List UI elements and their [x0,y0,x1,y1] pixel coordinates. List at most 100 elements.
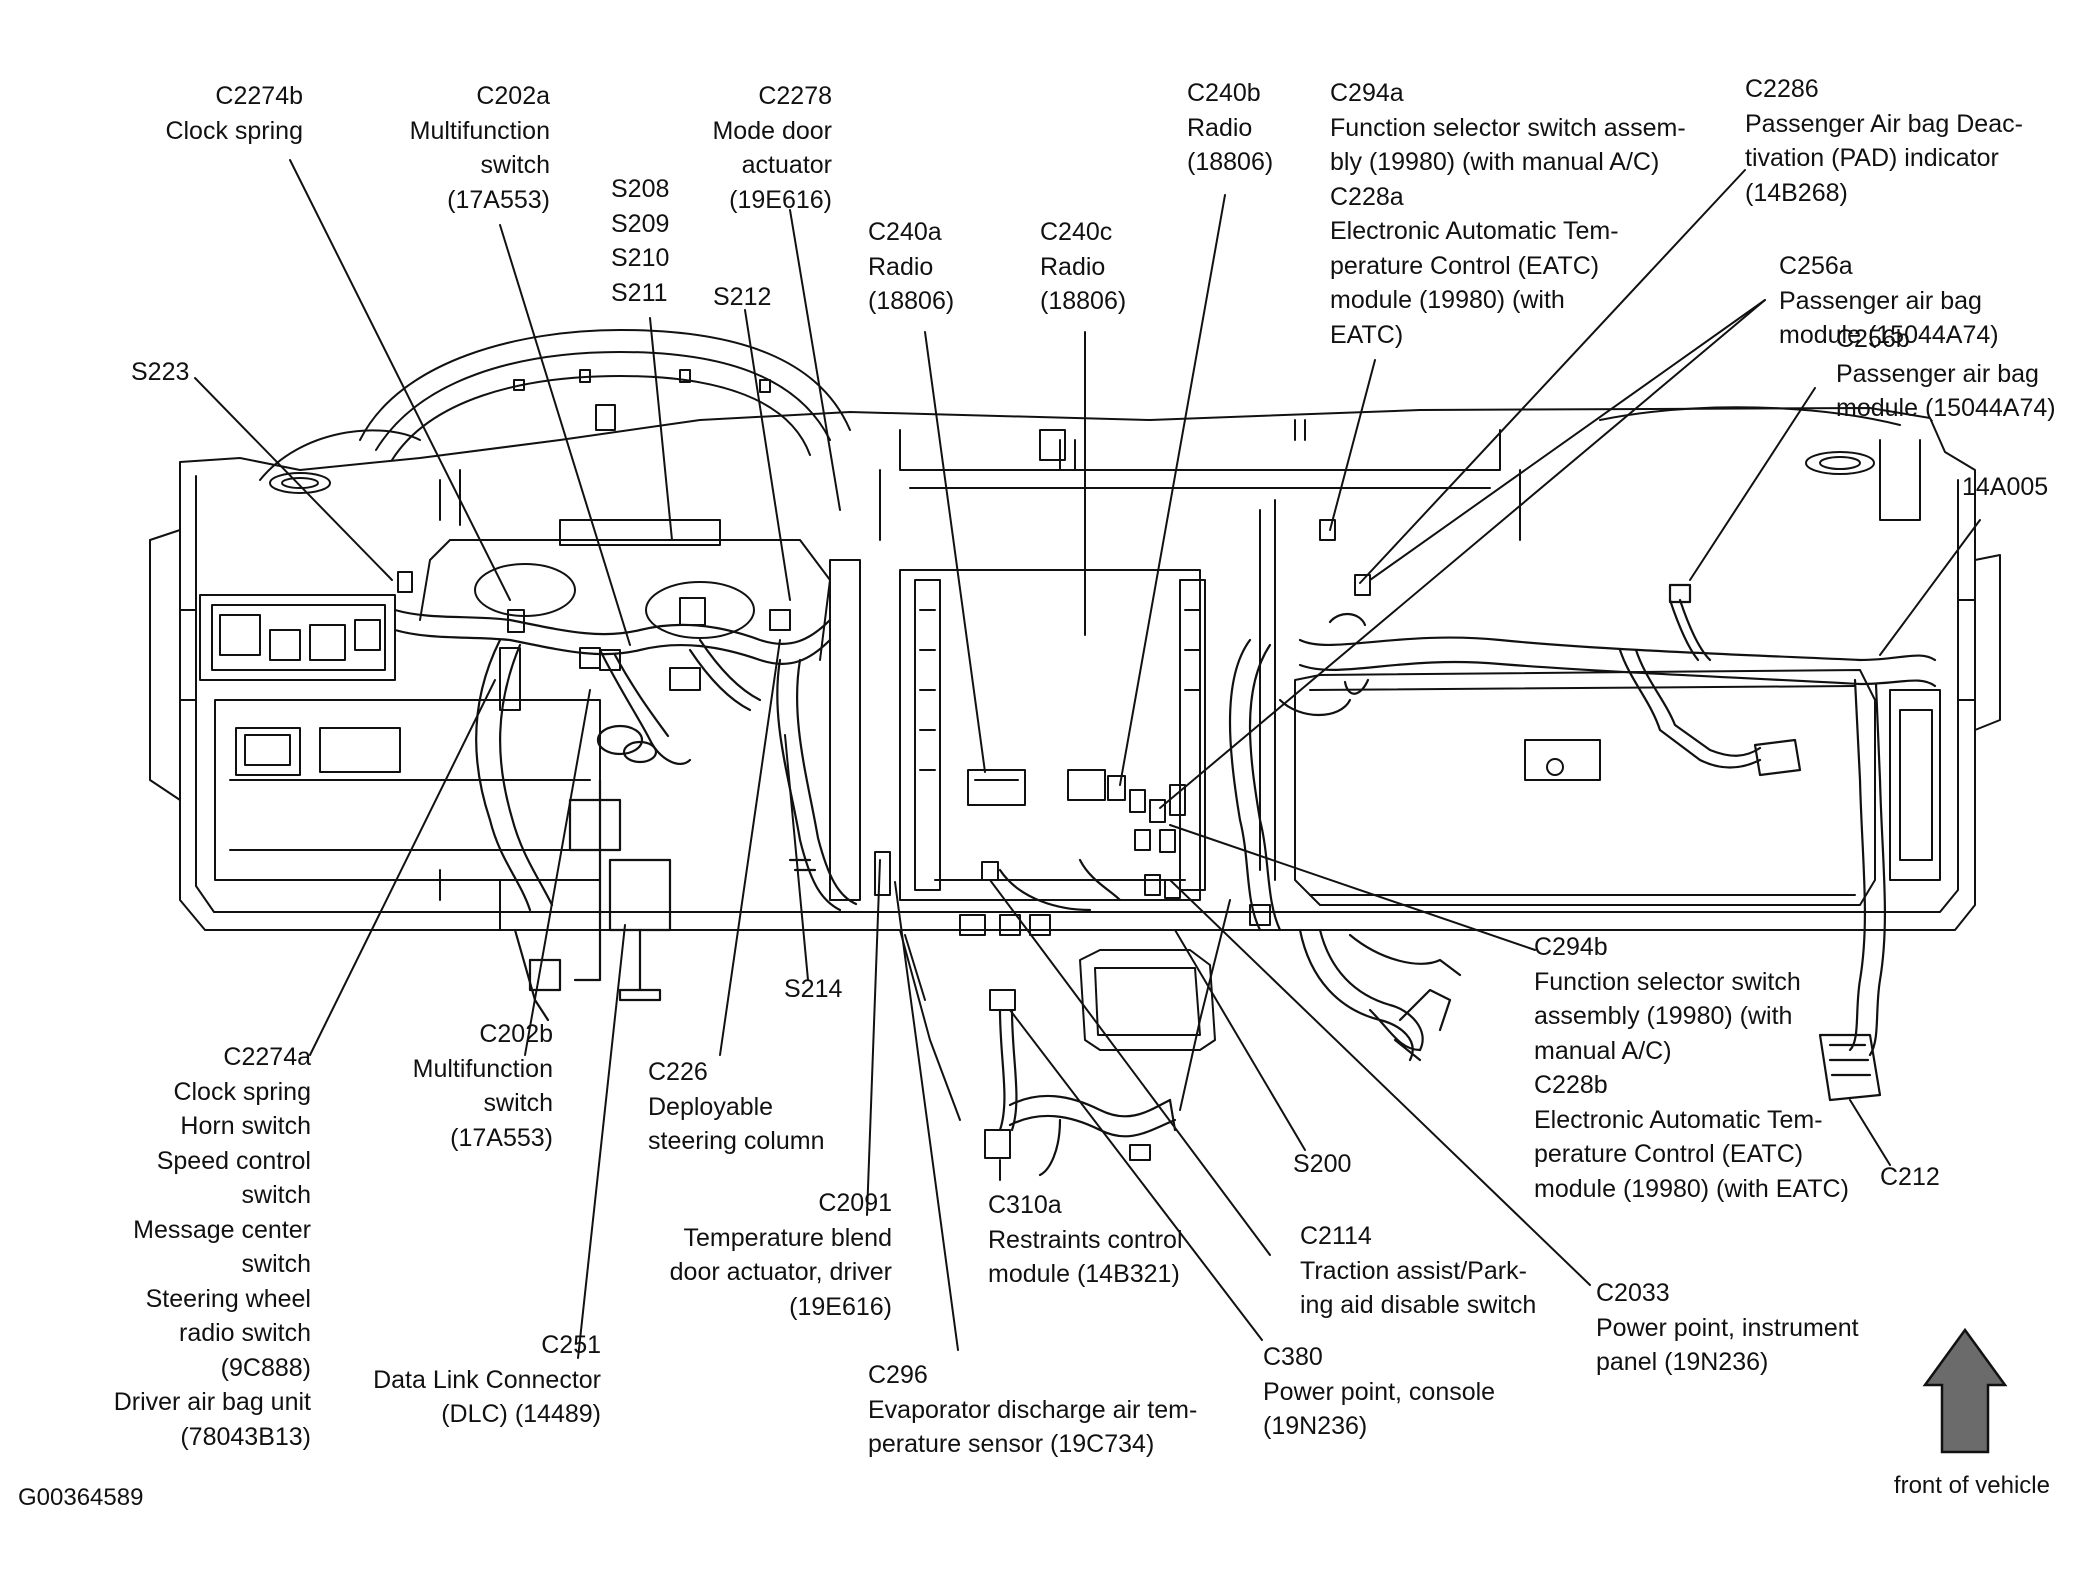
callout-line: (9C888) [220,1353,311,1382]
callout-line: C294a [1330,79,1404,107]
console-harness [1000,860,1175,1175]
callout-line: actuator [741,151,832,179]
callout-line: Steering wheel [145,1284,311,1313]
callout-line: Driver air bag unit [113,1388,311,1416]
callout-line: C228a [1330,182,1404,211]
callout-line: EATC) [1330,320,1404,349]
callout-line: ing aid disable switch [1300,1291,1537,1319]
callout-line: Passenger air bag [1836,359,2039,388]
callout-line: S208 [611,175,670,203]
arrow-up-icon [1925,1330,2005,1452]
callout-line: Radio [1040,252,1106,281]
callout-line: module (14B321) [988,1260,1180,1288]
callout-s200: S200 [1293,1147,1351,1182]
callout-line: C2278 [758,82,832,110]
callout-line: C251 [541,1331,601,1359]
callout-line: C310a [988,1191,1062,1219]
callout-c212: C212 [1880,1160,1940,1195]
callout-line: C212 [1880,1163,1940,1191]
instrument-panel-frame [150,407,2000,930]
callout-line: Evaporator discharge air tem- [868,1395,1198,1424]
callout-line: Radio [1187,113,1253,142]
connectors [398,430,1370,1160]
callout-line: S209 [611,209,670,238]
callout-line: switch [483,1089,553,1117]
callout-line: Traction assist/Park- [1300,1256,1527,1285]
callout-line: Passenger air bag [1779,286,1982,315]
callout-line: C256b [1836,325,1910,353]
main-harness [1230,585,1935,1100]
callout-line: Temperature blend [683,1223,892,1252]
callout-line: radio switch [179,1319,311,1347]
callout-line: C2033 [1596,1279,1670,1307]
callout-line: Electronic Automatic Tem- [1534,1105,1823,1134]
callout-line: panel (19N236) [1596,1348,1769,1376]
center-stack [830,560,1270,1120]
callout-line: (17A553) [447,185,550,214]
callout-line: S211 [611,278,668,307]
callout-line: door actuator, driver [669,1258,892,1286]
callout-line: module (15044A74) [1779,321,1999,349]
callout-line: C226 [648,1058,708,1086]
callout-line: Function selector switch [1534,967,1801,996]
callout-line: S214 [784,975,843,1003]
callout-line: switch [480,151,550,179]
callout-line: C380 [1263,1343,1323,1371]
front-of-vehicle-label: front of vehicle [1893,1472,2050,1499]
callout-line: manual A/C) [1534,1036,1672,1065]
callout-line: Power point, instrument [1596,1313,1859,1342]
callout-line: Radio [868,252,934,281]
callout-line: S223 [131,358,190,386]
callout-line: Function selector switch assem- [1330,113,1686,142]
callout-s214: S214 [784,972,842,1007]
callout-line: module (15044A74) [1836,394,2056,422]
callout-line: S212 [713,283,772,311]
passenger-glovebox [1260,500,1940,905]
callout-line: (19E616) [729,185,832,214]
callout-line: (18806) [1040,287,1127,315]
callout-line: (19N236) [1263,1412,1368,1440]
callout-s212: S212 [713,280,771,315]
callout-line: (19E616) [789,1292,892,1321]
leader-lines [195,160,1980,1358]
callout-line: 14A005 [1962,473,2049,501]
callout-line: (14B268) [1745,178,1848,207]
callout-line: S200 [1293,1150,1352,1178]
callout-line: C202a [476,82,550,110]
callout-line: C2274a [223,1043,311,1071]
callout-line: Mode door [712,116,832,145]
callout-line: Clock spring [165,116,303,145]
callout-line: Data Link Connector [373,1365,601,1394]
callout-line: (18806) [868,287,955,315]
callout-line: perature Control (EATC) [1534,1140,1804,1168]
callout-line: Multifunction [409,116,550,145]
callout-line: Speed control [156,1146,311,1175]
callout-line: S210 [611,244,670,272]
callout-line: (18806) [1187,148,1274,176]
callout-line: perature Control (EATC) [1330,251,1600,280]
driver-harness [395,610,856,1020]
callout-line: (17A553) [450,1123,553,1152]
figure-id: G00364589 [18,1484,144,1511]
callout-line: switch [241,1181,311,1209]
callout-line: Horn switch [180,1112,311,1140]
